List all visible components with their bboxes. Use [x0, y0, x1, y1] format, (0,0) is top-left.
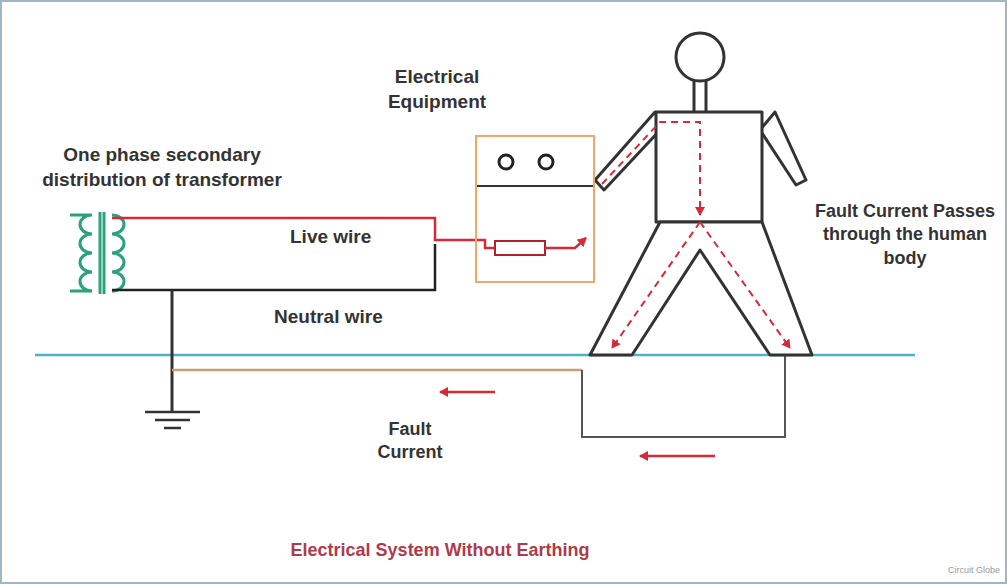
- body-current-path: [602, 122, 790, 348]
- equipment-box: Electrical Equipment: [475, 135, 595, 283]
- transformer-label: One phase secondary distribution of tran…: [12, 143, 312, 192]
- watermark: Circuit Globe: [900, 565, 1000, 577]
- earth-symbol: [145, 412, 200, 428]
- equipment-heading: Electrical Equipment: [367, 65, 507, 114]
- panel-line: [477, 185, 593, 187]
- socket: [499, 155, 513, 169]
- wire-label: Live wire: [290, 225, 420, 250]
- current-arrow: [640, 455, 715, 458]
- caption: Electrical System Without Earthing: [190, 539, 690, 562]
- earth-rod: [171, 290, 174, 412]
- resistor-symbol: [495, 241, 545, 255]
- socket: [539, 155, 553, 169]
- fault-wire: [545, 238, 586, 248]
- current-label: Fault Current: [360, 418, 460, 465]
- transformer-symbol: [70, 212, 124, 294]
- return-path: [582, 355, 785, 437]
- wire-label: Neutral wire: [274, 305, 424, 330]
- human-figure: [590, 33, 812, 355]
- neutral-wire: [112, 244, 435, 290]
- current-arrow: [440, 391, 495, 394]
- return-path: [172, 369, 582, 372]
- note-text: Fault Current Passes through the human b…: [812, 200, 998, 270]
